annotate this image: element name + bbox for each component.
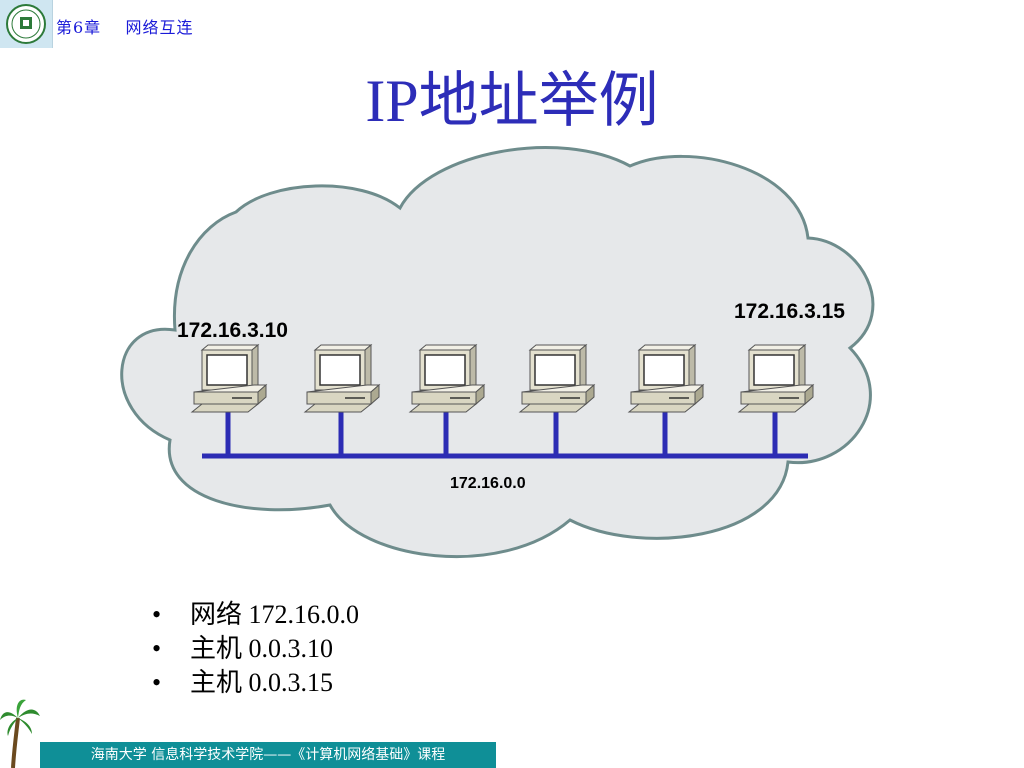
bullet-item: •网络 172.16.0.0 [152,600,360,629]
bullet-text: 主机 0.0.3.15 [190,668,334,697]
network-diagram: 172.16.3.10 172.16.3.15 172.16.0.0 [120,146,875,559]
bullet-list: •网络 172.16.0.0 •主机 0.0.3.10 •主机 0.0.3.15 [152,598,359,700]
slide-title: IP地址举例 [365,68,659,134]
computer-icon [408,343,486,413]
university-logo [0,0,53,48]
computer-icon [190,343,268,413]
computer-icon [737,343,815,413]
computer-row [190,343,815,413]
computer-icon [518,343,596,413]
computer-icon [303,343,381,413]
host-label-right: 172.16.3.15 [734,300,845,323]
host-label-left: 172.16.3.10 [177,319,288,342]
network-label: 172.16.0.0 [450,475,526,492]
bullet-item: •主机 0.0.3.10 [152,634,334,663]
network-bus [202,412,808,459]
computer-icon [627,343,705,413]
bullet-text: 网络 172.16.0.0 [190,600,360,629]
chapter-header: 第6章 网络互连 [56,18,194,37]
footer-bar: 海南大学 信息科学技术学院——《计算机网络基础》课程 [40,742,496,768]
palm-tree-icon [0,699,40,768]
bullet-item: •主机 0.0.3.15 [152,668,334,697]
bullet-text: 主机 0.0.3.10 [190,634,334,663]
logo-emblem-icon [6,4,46,44]
